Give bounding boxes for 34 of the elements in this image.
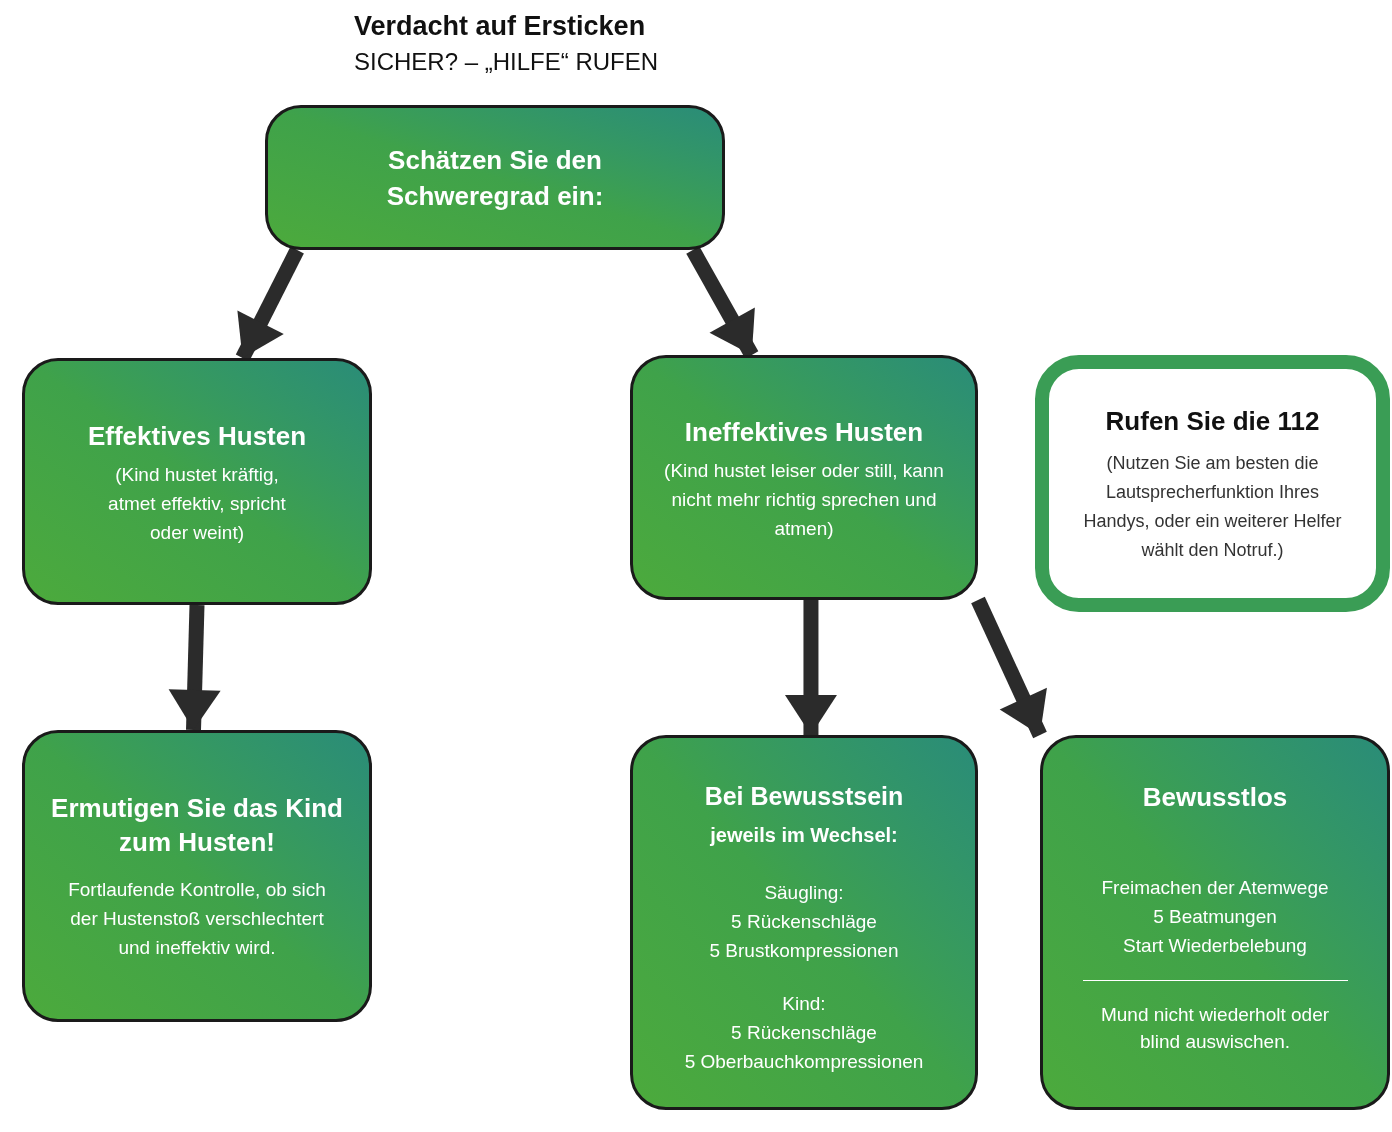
box-text: Fortlaufende Kontrolle, ob sich der Hustenstoß verschlechtert und ineffektiv wird. (67, 877, 327, 960)
box-text: Start Wiederbelebung (1123, 934, 1307, 958)
box-heading: Ineffektives Husten (684, 415, 924, 449)
title: Verdacht auf Ersticken (354, 10, 646, 43)
box-text: Freimachen der Atemwege (1101, 876, 1329, 900)
step-card (630, 355, 978, 600)
arrow (168, 604, 221, 731)
box-text: Kind: (782, 991, 826, 1016)
step-card (265, 105, 725, 250)
box-heading: Bewusstlos (1142, 781, 1288, 814)
box-text: 5 Brustkompressionen (709, 938, 899, 963)
box-text: (Kind hustet leiser oder still, kann nicht mehr richtig sprechen und atmen) (663, 458, 945, 541)
callout-card (1035, 355, 1390, 612)
box-text: (Nutzen Sie am besten die Lautsprecherfunktion Ihres Handys, oder ein weiterer Helfer wählt den Notruf.) (1082, 452, 1343, 562)
box-heading: Effektives Husten (87, 419, 307, 453)
arrow (971, 596, 1047, 739)
arrow (784, 600, 837, 735)
box-text: 5 Oberbauchkompressionen (684, 1049, 924, 1074)
box-text: (Kind hustet kräftig, atmet effektiv, spricht oder weint) (107, 462, 287, 545)
box-text: 5 Rückenschläge (731, 909, 877, 934)
step-card (1040, 735, 1390, 1110)
subtitle: SICHER? – „HILFE“ RUFEN (354, 47, 659, 77)
box-text: Mund nicht wiederholt oder blind auswischen. (1099, 1003, 1331, 1054)
box-heading: Rufen Sie die 112 (1105, 405, 1320, 438)
box-heading: Bei Bewusstsein (704, 781, 904, 812)
box-text: jeweils im Wechsel: (710, 822, 898, 848)
box-text: Säugling: (764, 880, 844, 905)
box-text: 5 Rückenschläge (731, 1020, 877, 1045)
step-card (22, 358, 372, 605)
step-card (22, 730, 372, 1022)
step-card (630, 735, 978, 1110)
box-text: 5 Beatmungen (1153, 905, 1277, 929)
box-heading: Ermutigen Sie das Kind zum Husten! (50, 791, 344, 859)
box-heading: Schätzen Sie den Schweregrad ein: (385, 143, 605, 213)
